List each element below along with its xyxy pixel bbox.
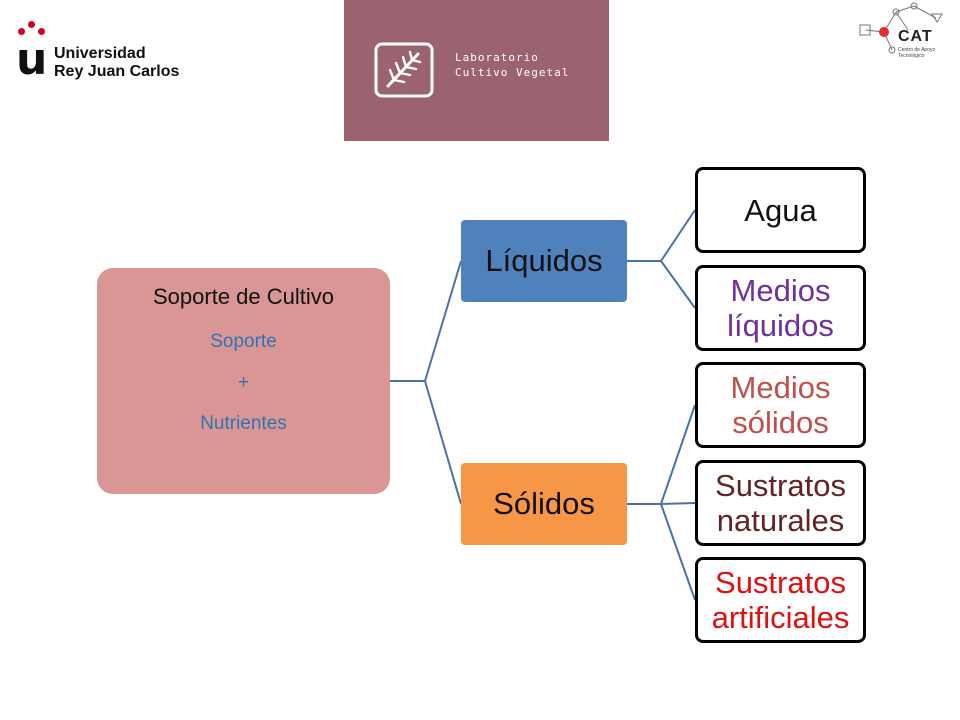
root-line-nutrientes: Nutrientes: [200, 413, 287, 434]
connector-solidos-sustratos-artificiales: [627, 503, 696, 601]
lab-name-line2: Cultivo Vegetal: [455, 66, 570, 79]
university-name-line1: Universidad: [54, 45, 146, 62]
university-name-line2: Rey Juan Carlos: [54, 63, 180, 80]
root-line-plus: +: [237, 372, 250, 393]
lab-logo: Laboratorio Cultivo Vegetal: [344, 0, 609, 141]
root-node-soporte-de-cultivo: Soporte de Cultivo Soporte + Nutrientes: [97, 268, 390, 494]
root-title: Soporte de Cultivo: [153, 284, 334, 309]
root-line-soporte: Soporte: [210, 331, 277, 352]
leaf-label-sustratos-artificiales: Sustratos artificiales: [711, 565, 850, 635]
plant-leaf-icon: [374, 42, 434, 98]
leaf-label-sustratos-naturales: Sustratos naturales: [715, 468, 846, 538]
connector-solidos-medios-solidos: [627, 404, 696, 505]
university-mark: u: [16, 34, 48, 85]
leaf-node-sustratos-naturales: Sustratos naturales: [695, 460, 866, 546]
cat-name: CAT: [898, 28, 933, 45]
branch-label-liquidos: Líquidos: [485, 243, 603, 278]
leaf-node-sustratos-artificiales: Sustratos artificiales: [695, 557, 866, 643]
leaf-label-agua: Agua: [744, 192, 817, 228]
branch-label-solidos: Sólidos: [493, 486, 595, 521]
leaf-node-medios-liquidos: Medios líquidos: [695, 265, 866, 351]
cat-logo: CAT Centro de Apoyo Tecnológico: [856, 0, 952, 64]
leaf-label-medios-solidos: Medios sólidos: [730, 370, 831, 440]
connector-liquidos-agua: [627, 209, 696, 262]
leaf-node-medios-solidos: Medios sólidos: [695, 362, 866, 448]
network-nodes-icon: [859, 2, 943, 54]
connector-root-liquidos: [390, 260, 462, 382]
cat-subtitle-line2: Tecnológico: [898, 53, 925, 59]
leaf-node-agua: Agua: [695, 167, 866, 253]
lab-name-line1: Laboratorio: [455, 51, 539, 64]
university-logo: u Universidad Rey Juan Carlos: [8, 10, 179, 82]
connector-liquidos-medios-liquidos: [627, 260, 696, 309]
connector-root-solidos: [390, 380, 462, 505]
leaf-label-medios-liquidos: Medios líquidos: [727, 273, 834, 343]
branch-node-solidos: Sólidos: [461, 463, 627, 545]
cat-subtitle-line1: Centro de Apoyo: [898, 47, 936, 53]
branch-node-liquidos: Líquidos: [461, 220, 627, 302]
